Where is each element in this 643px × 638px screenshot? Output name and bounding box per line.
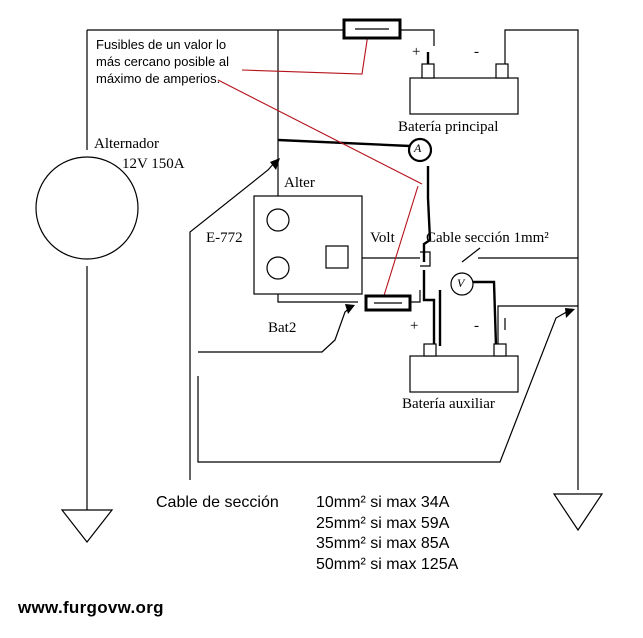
voltmeter-label: V <box>457 276 465 290</box>
ground-left-icon <box>60 509 114 543</box>
battery-main-label: Batería principal <box>398 119 499 135</box>
e772-label: E-772 <box>206 230 243 246</box>
cable-size-item: 25mm² si max 59A <box>316 514 450 532</box>
ground-right-icon <box>552 493 604 532</box>
wire-left-loop <box>189 161 276 480</box>
alter-label: Alter <box>284 175 315 191</box>
fuse-note-line: máximo de amperios. <box>96 71 221 86</box>
cable-switch-blade <box>461 247 481 263</box>
alternator-label: Alternador <box>94 136 159 152</box>
fuse-note-line: Fusibles de un valor lo <box>96 37 227 52</box>
arrow-aux <box>565 308 575 318</box>
leader-fuse2-a <box>217 79 423 185</box>
battery-main-minus: - <box>474 44 479 60</box>
cable-size-item: 50mm² si max 125A <box>316 555 459 573</box>
cable-size-list: 10mm² si max 34A 25mm² si max 59A 35mm² … <box>316 493 458 575</box>
cable-switch <box>420 251 431 267</box>
cable-section-label: Cable sección 1mm² <box>426 230 549 246</box>
ammeter-label: A <box>414 141 422 155</box>
alternator-circle <box>35 156 139 260</box>
wire-aux-positive <box>422 270 436 346</box>
arrow-alter <box>270 158 280 170</box>
e772-terminal-volt <box>325 245 349 269</box>
fuse-bottom <box>364 294 412 312</box>
e772-terminal-alter <box>266 208 290 232</box>
cable-table-title: Cable de sección <box>156 494 279 511</box>
wire-main-negative <box>504 29 579 490</box>
leader-fuse1 <box>241 33 369 75</box>
volt-label: Volt <box>370 230 395 246</box>
arrow-fuse2 <box>345 304 355 314</box>
wire-ammeter-feed <box>277 138 411 148</box>
fuse-top <box>342 18 402 40</box>
battery-aux-minus: - <box>474 318 479 334</box>
leader-fuse2-b <box>381 185 419 303</box>
website-label: www.furgovw.org <box>18 598 164 617</box>
wire-aux-negative <box>497 305 578 346</box>
battery-main <box>409 63 519 115</box>
wire-fuse2-right <box>410 290 421 303</box>
fuse-note: Fusibles de un valor lo más cercano posi… <box>96 36 256 87</box>
alternator-spec-label: 12V 150A <box>122 156 185 172</box>
fuse-note-line: más cercano posible al <box>96 54 229 69</box>
cable-size-item: 10mm² si max 34A <box>316 494 450 511</box>
bat2-label: Bat2 <box>268 320 297 336</box>
wire-top-right <box>400 29 435 46</box>
battery-aux-label: Batería auxiliar <box>402 396 495 412</box>
cable-size-item: 35mm² si max 85A <box>316 535 450 552</box>
battery-aux-plus: + <box>410 318 419 334</box>
wire-volt-meter-right <box>472 280 498 347</box>
e772-terminal-bat2 <box>266 256 290 280</box>
battery-main-plus: + <box>412 44 421 60</box>
wire-aux-ground <box>197 309 571 463</box>
wire-ammeter-down <box>422 166 432 262</box>
e772-module <box>253 195 363 295</box>
wire-e772-bottom <box>277 294 358 303</box>
battery-aux <box>409 343 519 393</box>
voltmeter-circle <box>450 272 474 296</box>
ammeter-circle <box>407 137 433 163</box>
